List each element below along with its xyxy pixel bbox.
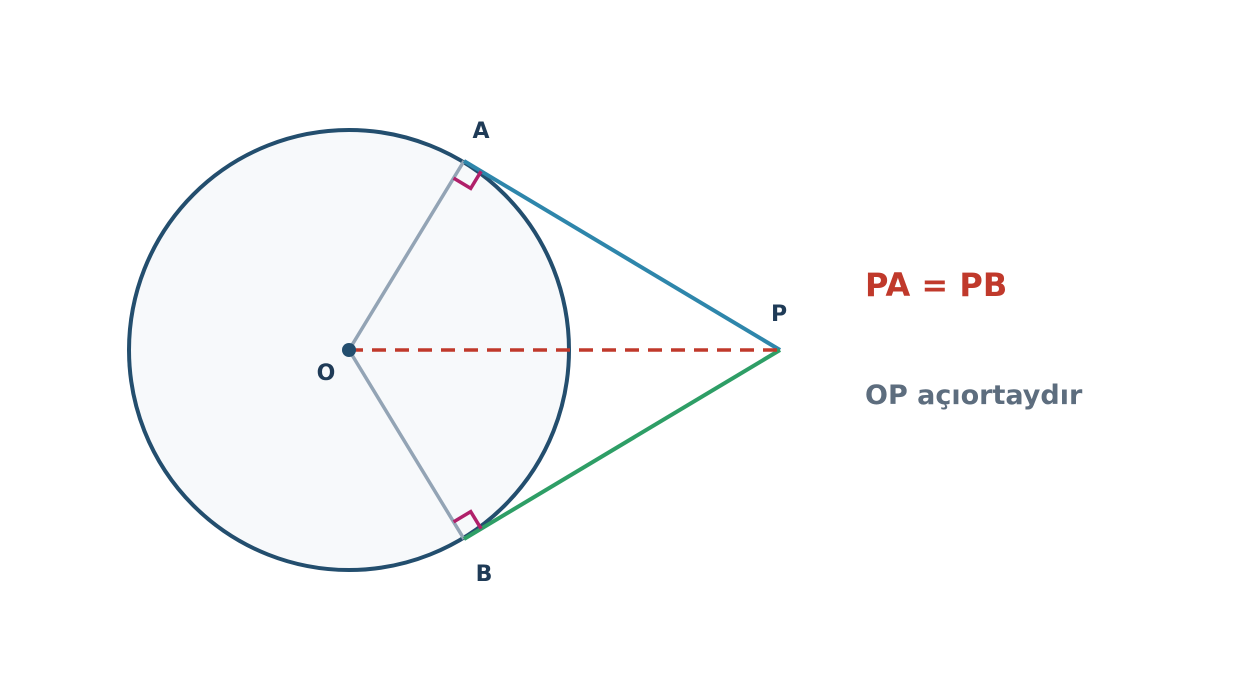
- tangent-pa: [462, 159, 782, 352]
- label-a: A: [472, 119, 489, 144]
- right-angle-mark-b: [452, 509, 483, 530]
- right-angle-mark-a: [452, 170, 483, 191]
- radius-ob: [347, 349, 466, 540]
- label-p: P: [771, 302, 787, 327]
- tangent-pb: [462, 348, 782, 541]
- radius-oa: [347, 160, 466, 351]
- label-b: B: [476, 562, 493, 587]
- center-point: [342, 343, 356, 357]
- label-o: O: [317, 361, 336, 386]
- equality-annotation: PA = PB: [865, 266, 1008, 304]
- bisector-annotation: OP açıortaydır: [865, 380, 1083, 411]
